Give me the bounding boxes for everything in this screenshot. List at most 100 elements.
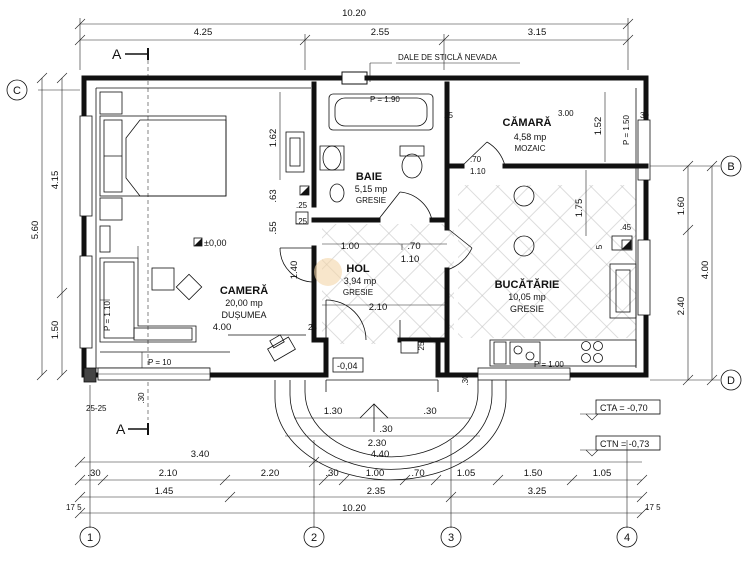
- fridge: [609, 263, 637, 319]
- dim-p150: P = 1.50: [622, 115, 631, 145]
- dim-110b: 1.10: [470, 167, 486, 176]
- toilet: [401, 153, 423, 179]
- section-label-bottom: A: [116, 421, 126, 437]
- dim-top-seg3: 3.15: [528, 27, 547, 38]
- hall-light-marker: [314, 258, 342, 286]
- steps-dim-30b: .30: [379, 424, 392, 435]
- dim-right-middle: 4.00: [700, 261, 711, 280]
- dim-25a: .25: [296, 201, 308, 210]
- dim-300: 3.00: [558, 109, 574, 118]
- dim-r2-2: 2.20: [261, 468, 280, 479]
- dim-140: 1.40: [289, 261, 300, 280]
- axis-d-bubble: [720, 369, 742, 391]
- bottom-dimensions: 3.40 4.40 .30 2.10 2.20 .30 1.00 .70 1.0…: [66, 385, 661, 548]
- pantry-floor: [458, 94, 636, 166]
- dim-p190: P = 1.90: [370, 95, 400, 104]
- bidet: [329, 183, 345, 203]
- section-marker-top: A: [112, 46, 149, 420]
- dim-30b: .30: [461, 374, 470, 386]
- armchair: [151, 267, 175, 291]
- dim-top-seg1: 4.25: [194, 27, 213, 38]
- left-dimensions: 5.60 4.15 1.50 C: [6, 72, 80, 381]
- room-baie-name: BAIE: [356, 171, 382, 183]
- dim-70b: .70: [470, 155, 482, 164]
- room-bucatarie-name: BUCĂTĂRIE: [495, 278, 560, 291]
- right-dimensions: 1.60 4.00 2.40 B D: [650, 155, 742, 391]
- axis-1: 1: [87, 532, 93, 544]
- dim-r2-5: .70: [411, 468, 424, 479]
- doors: [279, 141, 506, 341]
- dim-r2-0: .30: [87, 468, 100, 479]
- axis-b: B: [727, 161, 734, 173]
- axis-1-bubble: [79, 526, 101, 548]
- counter: [489, 339, 637, 367]
- dim-right-lower: 2.40: [676, 297, 687, 316]
- kitchen-tile-pattern: [458, 185, 636, 338]
- axis-3-bubble: [440, 526, 462, 548]
- dim-45: .45: [620, 223, 632, 232]
- dim-r3-2: 3.25: [528, 486, 547, 497]
- dim-right-upper: 1.60: [676, 197, 687, 216]
- dim-r3-1: 2.35: [367, 486, 386, 497]
- table-chair-top: [513, 185, 535, 207]
- axis-2-bubble: [303, 526, 325, 548]
- walls: [79, 71, 651, 383]
- dim-bottom-row1: 3.40: [191, 449, 210, 460]
- dim-top-total: 10.20: [342, 8, 366, 19]
- dim-5: 5: [595, 244, 604, 249]
- room-labels: CAMERĂ 20,00 mp DUȘUMEA BAIE 5,15 mp GRE…: [220, 116, 560, 320]
- dim-left-lower: 1.50: [50, 321, 61, 340]
- room-baie-area: 5,15 mp: [355, 184, 388, 194]
- dim-r2-1: 2.10: [159, 468, 178, 479]
- dim-r2-7: 1.50: [524, 468, 543, 479]
- dim-corner-left: 17 5: [66, 503, 82, 512]
- axis-c-bubble: [6, 79, 28, 101]
- nightstand-top: [99, 91, 123, 115]
- dim-p100: P = 1.00: [534, 360, 564, 369]
- level-zero: ±0,00: [204, 238, 226, 248]
- axis-3: 3: [448, 532, 454, 544]
- dim-210: 2.10: [369, 302, 388, 313]
- axis-4-bubble: [616, 526, 638, 548]
- interior-dimensions: 1.62 .63 .55 .25 .25 25 1.00 .70 1.10 1.…: [86, 92, 649, 413]
- room-camera-name: CAMERĂ: [220, 284, 268, 297]
- dim-30c: .30: [137, 392, 146, 404]
- dim-110: 1.10: [401, 254, 420, 265]
- dim-r2-3: .30: [325, 468, 338, 479]
- steps-dim-130: 1.30: [324, 406, 343, 417]
- dim-corner-right: 17 5: [645, 503, 661, 512]
- dim-63: .63: [268, 189, 279, 202]
- room-baie-floor: GRESIE: [356, 196, 386, 205]
- dim-bottom-total: 10.20: [342, 503, 366, 514]
- dim-top-seg2: 2.55: [371, 27, 390, 38]
- dim-152: 1.52: [593, 117, 604, 136]
- dim-55: .55: [268, 221, 279, 234]
- room-camara-name: CĂMARĂ: [503, 116, 552, 129]
- dim-162: 1.62: [268, 129, 279, 148]
- dim-175: 1.75: [574, 199, 585, 218]
- steps-dim-30a: .30: [423, 406, 436, 417]
- dim-25d: 25: [417, 341, 426, 350]
- section-marker-bottom: A: [116, 421, 149, 437]
- level-cta: CTA = -0,70: [600, 403, 648, 413]
- axis-d: D: [727, 375, 735, 387]
- kitchen-sink: [509, 341, 541, 365]
- stove-burner: [581, 341, 591, 351]
- sink: [322, 145, 342, 171]
- dim-r2-6: 1.05: [457, 468, 476, 479]
- dim-100: 1.00: [341, 241, 360, 252]
- level-ctn: CTN = -0,73: [600, 439, 649, 449]
- entry-steps: 1.30 .30 .30 2.30 -0,04: [274, 357, 507, 481]
- room-bucatarie-area: 10,05 mp: [508, 292, 546, 302]
- room-hol-floor: GRESIE: [343, 288, 373, 297]
- room-hol-name: HOL: [346, 263, 370, 275]
- room-furniture: ±0,00: [99, 91, 306, 368]
- axis-2: 2: [311, 532, 317, 544]
- room-camara-floor: MOZAIC: [514, 144, 545, 153]
- coffee-table: [175, 273, 203, 301]
- dim-70: .70: [407, 241, 420, 252]
- axis-c: C: [13, 85, 21, 97]
- dim-30: 30: [640, 111, 649, 120]
- room-camera-floor: DUȘUMEA: [221, 310, 266, 320]
